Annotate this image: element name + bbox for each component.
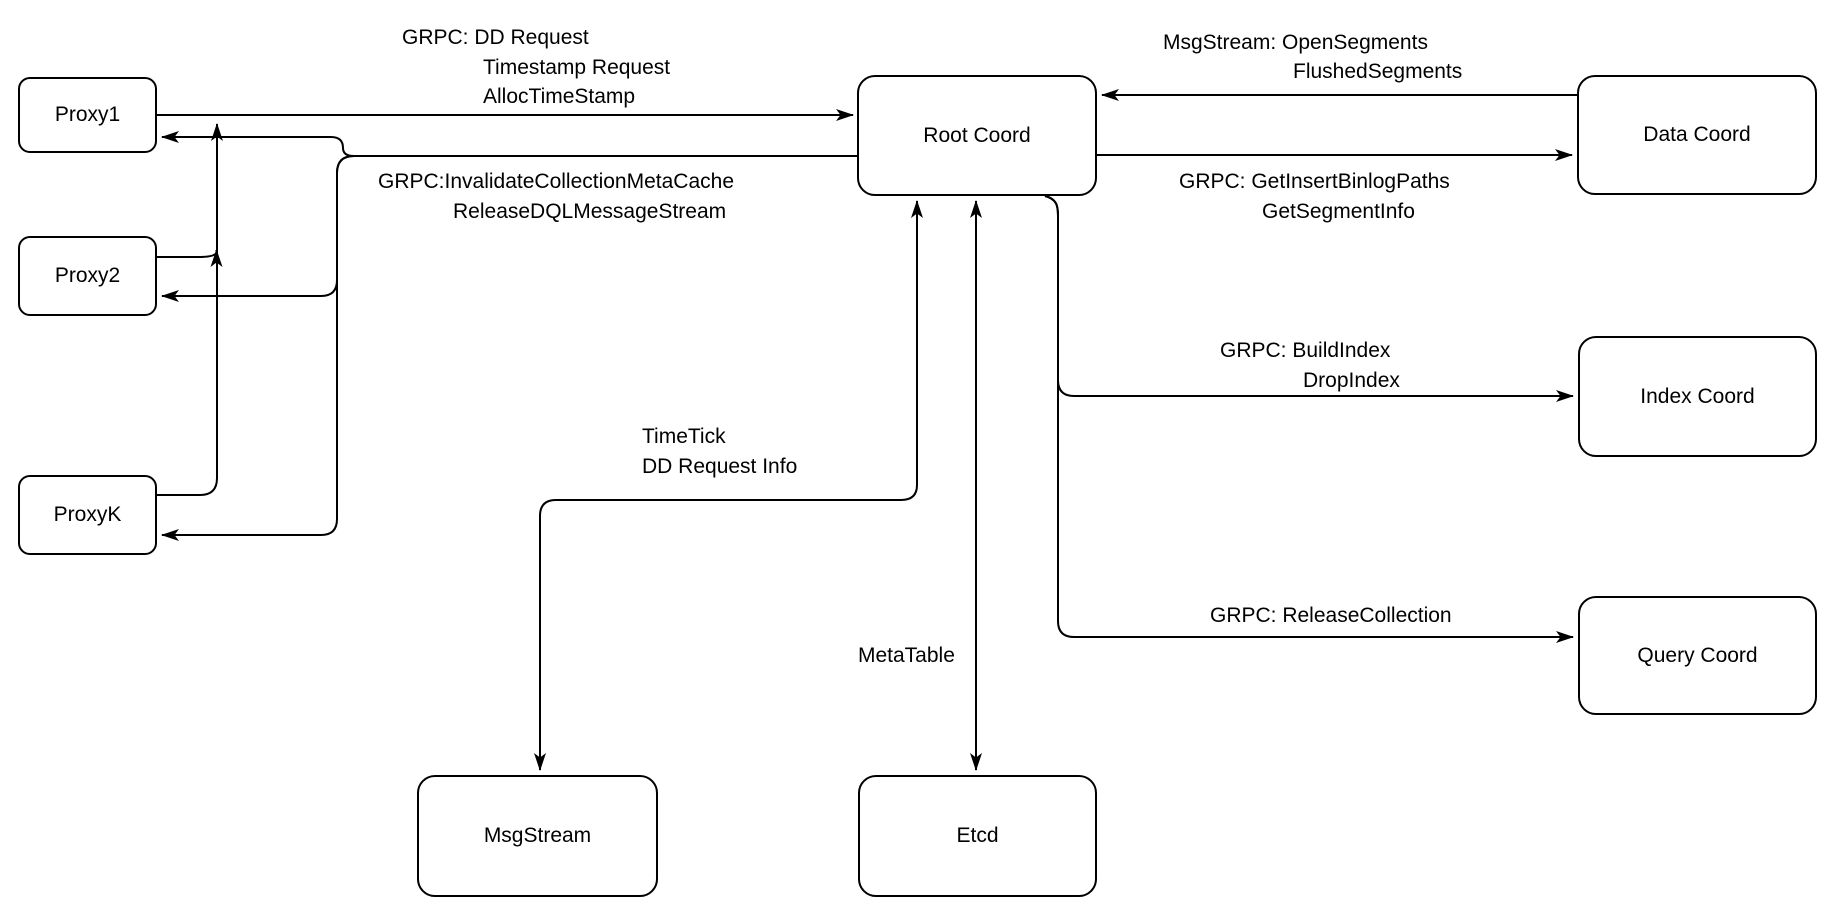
edge-label-invalidate-line1: GRPC:InvalidateCollectionMetaCache bbox=[378, 170, 735, 193]
edge-label-get-binlog-line1: GRPC: GetInsertBinlogPaths bbox=[1179, 170, 1450, 193]
node-proxyk-label: ProxyK bbox=[53, 503, 122, 526]
node-etcd: Etcd bbox=[858, 775, 1097, 897]
edge-label-grpc-dd-line1: GRPC: DD Request bbox=[402, 26, 589, 49]
node-msgstream-label: MsgStream bbox=[483, 824, 592, 847]
node-query-coord-label: Query Coord bbox=[1637, 643, 1758, 667]
node-proxy2-label: Proxy2 bbox=[54, 264, 121, 287]
node-data-coord-label: Data Coord bbox=[1643, 123, 1751, 146]
edge-rootcoord-to-proxy1 bbox=[161, 131, 857, 157]
node-index-coord: Index Coord bbox=[1578, 336, 1817, 457]
node-proxy1: Proxy1 bbox=[18, 77, 157, 153]
node-etcd-label: Etcd bbox=[956, 824, 999, 847]
edge-rootcoord-to-querycoord bbox=[1044, 195, 1574, 643]
edge-label-msgstream-segments-line1: MsgStream: OpenSegments bbox=[1163, 31, 1428, 54]
edge-label-grpc-dd-line3: AllocTimeStamp bbox=[483, 85, 636, 108]
edge-label-get-binlog-line2: GetSegmentInfo bbox=[1262, 200, 1415, 223]
node-msgstream: MsgStream bbox=[417, 775, 658, 897]
edge-label-build-index-line1: GRPC: BuildIndex bbox=[1220, 339, 1391, 362]
edge-proxyk-to-junction bbox=[157, 123, 223, 496]
edge-label-timetick-line2: DD Request Info bbox=[642, 455, 798, 478]
node-proxyk: ProxyK bbox=[18, 475, 157, 555]
node-data-coord: Data Coord bbox=[1577, 75, 1817, 195]
node-proxy2: Proxy2 bbox=[18, 236, 157, 316]
node-index-coord-label: Index Coord bbox=[1640, 384, 1755, 408]
edge-rootcoord-msgstream bbox=[534, 200, 923, 771]
node-root-coord-label: Root Coord bbox=[923, 123, 1031, 147]
edge-proxy2-to-junction bbox=[157, 249, 223, 267]
edge-rootcoord-to-proxyk bbox=[161, 155, 857, 541]
edge-label-invalidate-line2: ReleaseDQLMessageStream bbox=[453, 200, 727, 223]
edge-label-release-collection: GRPC: ReleaseCollection bbox=[1210, 604, 1452, 627]
edge-rootcoord-to-indexcoord bbox=[1044, 195, 1574, 402]
node-root-coord: Root Coord bbox=[857, 75, 1097, 196]
edge-label-build-index-line2: DropIndex bbox=[1303, 369, 1400, 392]
node-query-coord: Query Coord bbox=[1578, 596, 1817, 715]
edge-label-timetick-line1: TimeTick bbox=[642, 425, 726, 448]
node-proxy1-label: Proxy1 bbox=[54, 103, 121, 126]
edge-label-metatable: MetaTable bbox=[858, 644, 955, 667]
edge-label-grpc-dd-line2: Timestamp Request bbox=[483, 56, 671, 79]
edge-label-msgstream-segments-line2: FlushedSegments bbox=[1293, 60, 1463, 83]
